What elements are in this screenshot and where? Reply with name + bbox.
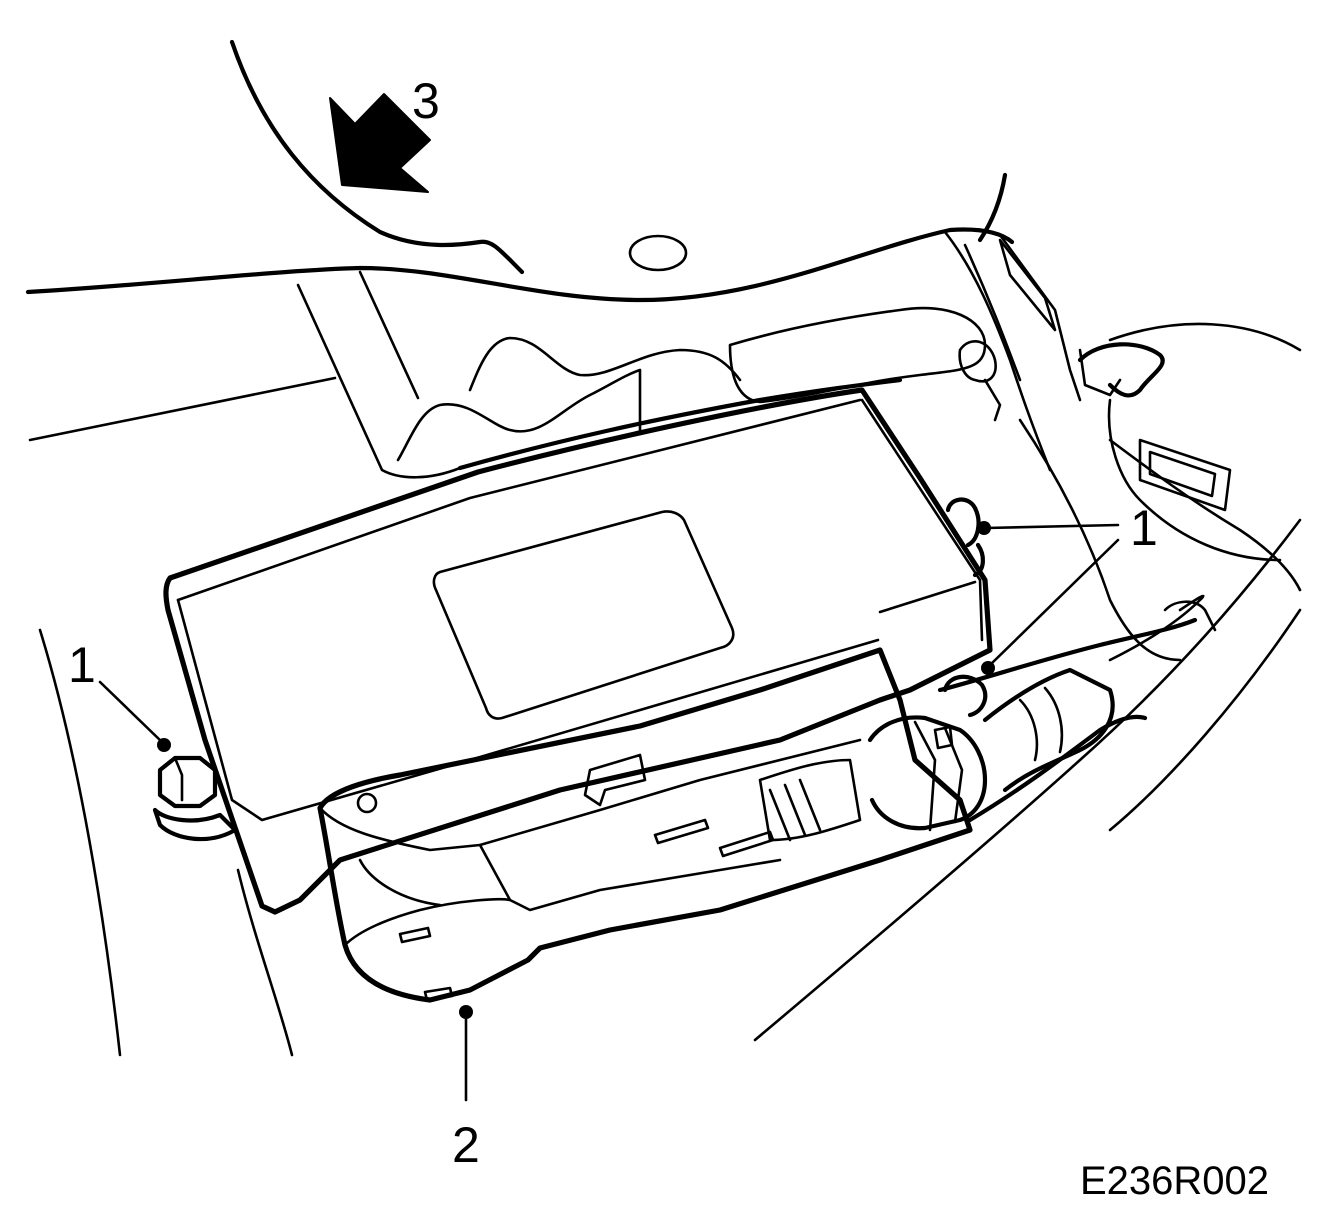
module-label-panel — [432, 510, 735, 720]
duct-outer — [1077, 342, 1165, 398]
left-vertical-edge-outer — [38, 628, 122, 1057]
callout-label-1-left: 1 — [68, 637, 96, 693]
duct-sweep — [1018, 418, 1182, 662]
connector-slot-2 — [718, 830, 775, 858]
leader-right-1-upper-dot — [977, 521, 991, 535]
crossmember-wave-lower — [396, 368, 642, 462]
callout-label-1-right: 1 — [1130, 500, 1158, 556]
left-stud-flat — [173, 756, 184, 802]
crossmember-flange-inner — [358, 270, 420, 400]
crossmember-top-edge — [25, 227, 1015, 303]
connector-collar-tab — [933, 725, 954, 750]
connector-grip-body — [758, 758, 862, 842]
harness-wire-lower — [967, 714, 1148, 823]
leader-right-1-lower-dot — [981, 661, 995, 675]
body-panel-contours — [28, 39, 1302, 1057]
module-front-face-edge — [176, 598, 880, 822]
right-inner-panel-edge — [1108, 608, 1302, 832]
crossmember-lug-stem — [983, 378, 1002, 422]
view-direction-arrow — [329, 93, 431, 193]
right-mid-contour — [1108, 438, 1302, 592]
right-lower-stud-ring — [942, 674, 988, 718]
leader-bottom-2-dot — [459, 1005, 473, 1019]
connector-cover-ridge — [478, 843, 782, 912]
duct-label-plate-inner — [1148, 450, 1217, 498]
connector-collar-band — [913, 720, 964, 832]
leader-left-1-dot — [157, 738, 171, 752]
connector-slot-4 — [423, 986, 454, 1002]
module-right-face-edge — [860, 398, 984, 642]
connector-cover-top — [318, 738, 862, 852]
duct-body — [1107, 398, 1282, 562]
right-upper-bulkhead — [1108, 322, 1302, 352]
control-module — [163, 387, 993, 915]
mounting-studs — [152, 497, 988, 842]
module-top-face-edge — [176, 398, 862, 602]
right-lower-panel-edge — [753, 518, 1302, 1042]
callout-label-3: 3 — [412, 73, 440, 129]
right-upper-stud-hook — [972, 542, 985, 578]
right-upper-stud-ring — [945, 497, 981, 548]
module-outer-case — [163, 387, 993, 915]
crossmember-right-edge — [943, 230, 1052, 472]
crossmember-flange-left — [296, 283, 462, 479]
crossmember-slot — [998, 238, 1057, 332]
left-stud-hex — [157, 755, 218, 809]
crossmember-bolt-tab — [977, 172, 1008, 243]
connector-harness — [317, 594, 1217, 1003]
panel-hole — [628, 234, 688, 272]
leader-right-1-lower — [988, 538, 1120, 667]
callout-label-2: 2 — [452, 1117, 480, 1173]
connector-cover-lower-edge — [358, 858, 442, 907]
connector-collar — [867, 715, 988, 831]
module-side-rib — [878, 580, 977, 614]
connector-grip-ribs — [768, 778, 822, 842]
leader-right-1-upper — [984, 523, 1120, 530]
crossmember-right-inner — [963, 243, 1022, 382]
connector-latch — [583, 753, 647, 807]
harness-sleeve — [982, 667, 1115, 793]
left-panel-line — [28, 376, 337, 442]
duct-label-plate — [1138, 438, 1232, 512]
harness-bracket — [1163, 600, 1217, 632]
leader-left-1 — [98, 680, 164, 744]
left-stud-flange — [152, 807, 238, 842]
upper-curved-panel-edge — [229, 39, 525, 275]
connector-slot-3 — [398, 926, 432, 944]
figure-code: E236R002 — [1080, 1159, 1269, 1203]
crossmember-bracket-right — [998, 233, 1082, 402]
connector-slot-1 — [653, 818, 710, 845]
crossmember-wave-upper — [468, 336, 742, 392]
crossmember-end-cap — [728, 306, 987, 404]
harness-sleeve-rings — [1018, 686, 1064, 762]
connector-cover-step — [343, 898, 512, 947]
right-side-duct — [1018, 342, 1282, 662]
crossmember-bracket — [25, 172, 1082, 479]
crossmember-lug — [958, 340, 997, 383]
callout-leaders — [98, 521, 1120, 1102]
left-vertical-edge-inner — [236, 868, 294, 1057]
duct-clamp — [1078, 348, 1122, 397]
harness-wire-right — [1108, 594, 1205, 662]
connector-screw-hole — [356, 792, 378, 814]
